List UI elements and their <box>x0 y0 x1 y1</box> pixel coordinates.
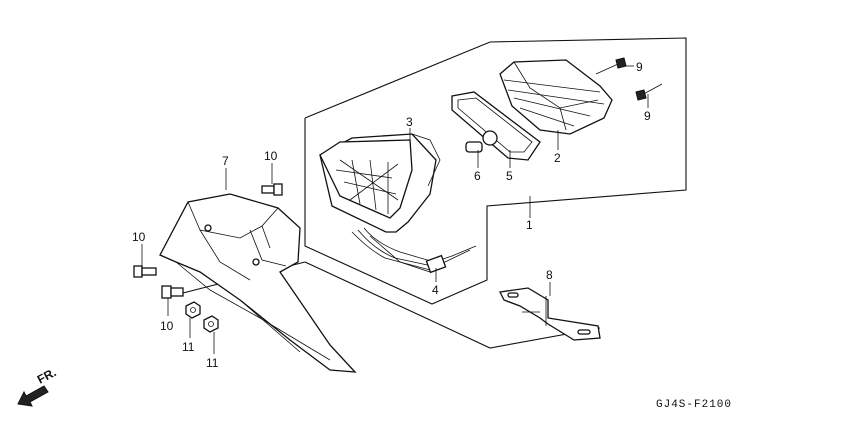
bolt-10-left <box>133 265 157 278</box>
callout-1: 1 <box>526 218 533 232</box>
callout-11b: 11 <box>206 356 219 370</box>
callout-7: 7 <box>222 154 229 168</box>
callout-2: 2 <box>554 151 561 165</box>
callout-10-left: 10 <box>132 230 146 244</box>
callout-9a: 9 <box>636 60 643 74</box>
screw-9b <box>635 83 663 101</box>
lens-gasket <box>451 91 541 161</box>
drawing-code: GJ4S-F2100 <box>656 399 732 411</box>
callout-8: 8 <box>546 268 553 282</box>
callout-6: 6 <box>474 169 481 183</box>
bulb <box>465 130 498 153</box>
callout-10-top: 10 <box>264 149 278 163</box>
taillight-housing <box>319 133 441 233</box>
license-bracket <box>499 287 601 341</box>
callout-10-lower: 10 <box>160 319 174 333</box>
wire-harness <box>351 227 477 274</box>
screw-9a <box>595 57 627 75</box>
callout-3: 3 <box>406 115 413 129</box>
callout-11a: 11 <box>182 340 195 354</box>
nut-11b <box>203 315 219 333</box>
front-arrow-icon <box>17 385 49 407</box>
callout-5: 5 <box>506 169 513 183</box>
leader-lines <box>141 65 649 354</box>
rear-fender <box>159 193 357 373</box>
front-direction-label: FR. <box>35 365 59 386</box>
nut-11a <box>185 301 201 319</box>
callout-4: 4 <box>432 283 439 297</box>
taillight-lens <box>499 59 613 135</box>
callout-9b: 9 <box>644 109 651 123</box>
bolt-10-top <box>261 183 283 196</box>
bolt-10-lower <box>161 285 184 299</box>
